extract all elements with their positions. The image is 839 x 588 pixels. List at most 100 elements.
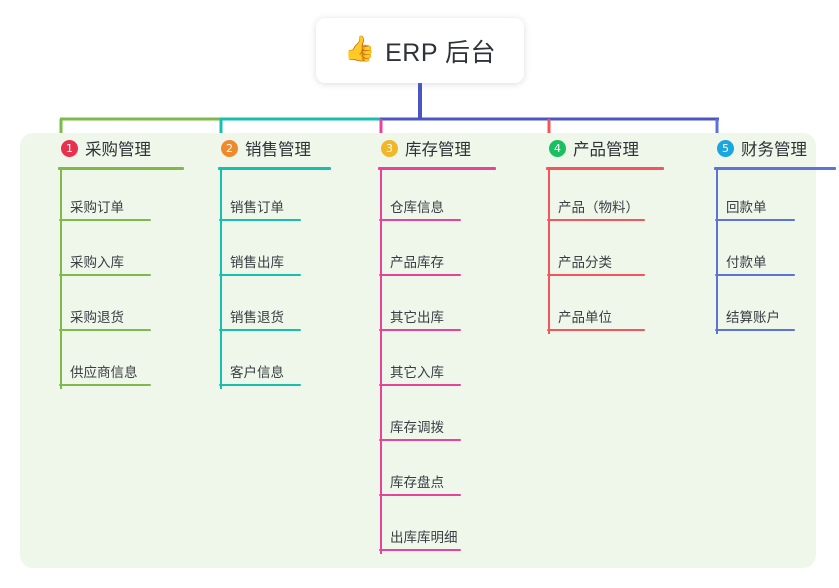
root-node-card[interactable]: 👍 ERP 后台 [316,18,524,83]
branch-item[interactable]: 供应商信息 [40,335,184,390]
branch-title: 库存管理 [405,141,471,159]
branch-item[interactable]: 其它入库 [360,335,496,390]
branch-item-label: 产品单位 [558,310,612,325]
branch-header-5[interactable]: 5 财务管理 [696,133,836,163]
branch-column-1: 1 采购管理采购订单采购入库采购退货供应商信息 [40,133,184,390]
branch-header-rule [378,167,496,170]
branch-item-rule [379,384,461,386]
branch-title: 财务管理 [741,141,807,159]
branch-column-3: 3 库存管理仓库信息产品库存其它出库其它入库库存调拨库存盘点出库库明细 [360,133,496,555]
branch-item-rule [219,274,301,276]
branch-item-rule [715,274,795,276]
root-node-title: ERP 后台 [385,38,497,67]
branch-item-label: 库存盘点 [390,475,444,490]
branch-item-label: 销售退货 [230,310,284,325]
branch-number-badge: 1 [61,139,78,157]
branch-number-badge: 5 [717,139,734,157]
branch-title: 采购管理 [85,141,151,159]
branch-item[interactable]: 产品单位 [528,280,664,335]
branch-item-label: 客户信息 [230,365,284,380]
branch-item-label: 销售出库 [230,255,284,270]
branch-item-rule [379,549,461,551]
branch-item-rule [547,329,645,331]
branch-item[interactable]: 销售退货 [200,280,331,335]
branch-item-list: 采购订单采购入库采购退货供应商信息 [40,170,184,390]
branch-spine [380,170,382,554]
branch-item-label: 回款单 [726,200,767,215]
branch-item-label: 仓库信息 [390,200,444,215]
branch-item-label: 结算账户 [726,310,780,325]
branch-item[interactable]: 采购退货 [40,280,184,335]
branch-item-list: 回款单付款单结算账户 [696,170,836,335]
branch-number-badge: 4 [549,139,566,157]
branch-item-rule [59,384,151,386]
branch-item-label: 供应商信息 [70,365,138,380]
branch-item-rule [219,219,301,221]
branch-item-rule [379,494,461,496]
branch-item[interactable]: 仓库信息 [360,170,496,225]
branch-item-list: 销售订单销售出库销售退货客户信息 [200,170,331,390]
branch-item-list: 产品（物料） 产品分类产品单位 [528,170,664,335]
branch-item-rule [547,274,645,276]
branch-column-5: 5 财务管理回款单付款单结算账户 [696,133,836,335]
branch-item[interactable]: 库存盘点 [360,445,496,500]
branch-item[interactable]: 出库库明细 [360,500,496,555]
branch-item[interactable]: 采购入库 [40,225,184,280]
branch-item-rule [379,219,461,221]
branch-item-label: 采购入库 [70,255,124,270]
branch-item[interactable]: 结算账户 [696,280,836,335]
branch-item[interactable]: 回款单 [696,170,836,225]
branch-item-label: 销售订单 [230,200,284,215]
branch-item-rule [219,329,301,331]
branch-spine [548,170,550,334]
branch-header-1[interactable]: 1 采购管理 [40,133,184,163]
branch-header-4[interactable]: 4 产品管理 [528,133,664,163]
branch-column-4: 4 产品管理产品（物料） 产品分类产品单位 [528,133,664,335]
branch-item-label: 其它入库 [390,365,444,380]
branch-header-rule [58,167,184,170]
branch-item-label: 出库库明细 [390,530,458,545]
branch-spine [220,170,222,389]
branch-item-rule [547,219,645,221]
branch-item[interactable]: 产品分类 [528,225,664,280]
branch-item-rule [59,329,151,331]
branch-item-label: 采购订单 [70,200,124,215]
branch-number-badge: 2 [221,139,238,157]
branch-spine [716,170,718,334]
branch-item[interactable]: 付款单 [696,225,836,280]
branch-item[interactable]: 销售出库 [200,225,331,280]
branch-item-rule [59,219,151,221]
branch-header-rule [546,167,664,170]
branch-item-list: 仓库信息产品库存其它出库其它入库库存调拨库存盘点出库库明细 [360,170,496,555]
branch-item-rule [219,384,301,386]
branch-header-3[interactable]: 3 库存管理 [360,133,496,163]
branch-item-label: 付款单 [726,255,767,270]
branch-item-label: 库存调拨 [390,420,444,435]
branch-title: 销售管理 [245,141,311,159]
branch-item-rule [715,329,795,331]
branch-item-label: 采购退货 [70,310,124,325]
branch-item-label: 产品分类 [558,255,612,270]
branch-title: 产品管理 [573,141,639,159]
thumbs-up-icon: 👍 [343,35,376,63]
branch-item-rule [379,439,461,441]
branch-item[interactable]: 产品库存 [360,225,496,280]
branch-item[interactable]: 销售订单 [200,170,331,225]
branch-item[interactable]: 库存调拨 [360,390,496,445]
branch-item-rule [379,274,461,276]
branch-header-2[interactable]: 2 销售管理 [200,133,331,163]
branch-item[interactable]: 客户信息 [200,335,331,390]
branch-item-label: 产品（物料） [558,200,639,215]
branch-item-rule [715,219,795,221]
branch-number-badge: 3 [381,139,398,157]
branch-item[interactable]: 采购订单 [40,170,184,225]
branch-spine [60,170,62,389]
branch-item[interactable]: 产品（物料） [528,170,664,225]
branch-header-rule [218,167,331,170]
branch-item-label: 产品库存 [390,255,444,270]
branch-item[interactable]: 其它出库 [360,280,496,335]
branch-column-2: 2 销售管理销售订单销售出库销售退货客户信息 [200,133,331,390]
branch-header-rule [714,167,836,170]
branch-item-label: 其它出库 [390,310,444,325]
